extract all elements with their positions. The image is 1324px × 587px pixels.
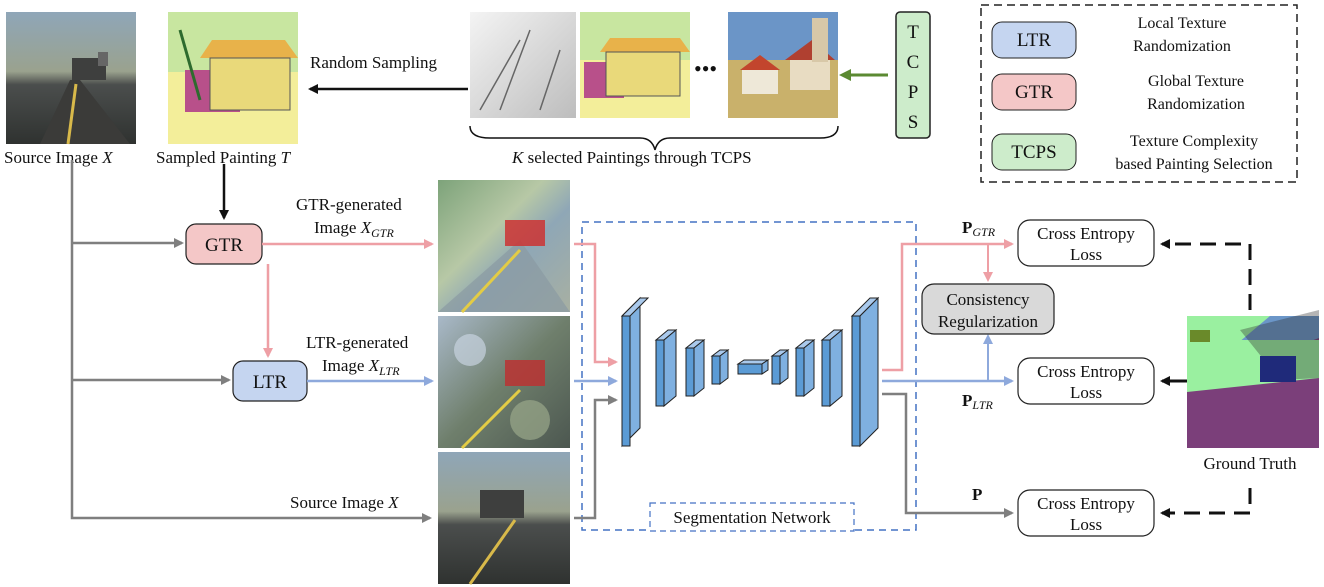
source-image-top xyxy=(6,12,136,145)
gtr-node-label: GTR xyxy=(205,235,243,256)
legend-ltr-desc-1: Local Texture xyxy=(1138,15,1227,32)
encoder-layer-4 xyxy=(710,349,730,385)
tcps-letter-3: P xyxy=(908,82,919,103)
decoder-layer-3 xyxy=(820,328,844,408)
cross-entropy-loss-ltr: Cross Entropy Loss xyxy=(1017,357,1155,405)
gt-to-ce-source-arrow xyxy=(1160,488,1252,518)
source-trunk-line xyxy=(70,160,432,523)
tcps-box: T C P S xyxy=(895,11,931,139)
p-ltr-label: PLTR xyxy=(962,391,993,412)
source-image-to-network-arrow xyxy=(574,395,618,520)
painting-village xyxy=(728,12,838,118)
ltr-node: LTR xyxy=(232,360,308,402)
tcps-letter-4: S xyxy=(908,112,919,133)
k-selected-label: K selected Paintings through TCPS xyxy=(511,148,752,167)
sampled-painting-image xyxy=(168,12,298,144)
ltr-generated-image xyxy=(438,316,570,450)
p-label: P xyxy=(972,485,982,504)
ltr-generated-label-1: LTR-generated xyxy=(306,333,409,352)
painting-sketch xyxy=(470,12,576,118)
k-paintings-brace xyxy=(469,125,839,151)
decoder-layer-2 xyxy=(794,338,816,398)
legend-ltr-abbr: LTR xyxy=(1017,30,1051,51)
random-sampling-label: Random Sampling xyxy=(310,53,438,72)
legend-tcps-swatch xyxy=(991,133,1077,171)
segmentation-network-label: Segmentation Network xyxy=(673,508,831,527)
ltr-generated-label-2: Image XLTR xyxy=(322,356,400,378)
legend-tcps-abbr: TCPS xyxy=(1011,142,1056,163)
source-image-mid xyxy=(438,452,570,585)
gtr-generated-image xyxy=(438,180,570,314)
p-gtr-label: PGTR xyxy=(962,218,996,239)
legend-gtr-desc-1: Global Texture xyxy=(1148,73,1244,90)
legend-gtr-desc-2: Randomization xyxy=(1147,96,1245,113)
gt-to-ce-gtr-arrow xyxy=(1160,239,1252,310)
ce-src-label-2: Loss xyxy=(1070,515,1102,534)
gtr-image-to-network-arrow xyxy=(574,242,618,367)
ce-ltr-label-2: Loss xyxy=(1070,383,1102,402)
segmentation-network-label-box xyxy=(649,502,855,532)
source-image-mid-label: Source Image X xyxy=(290,493,399,512)
consistency-label-2: Regularization xyxy=(938,312,1039,331)
ground-truth-label: Ground Truth xyxy=(1203,454,1297,473)
bottleneck-layer xyxy=(736,359,770,375)
p-gtr-arrow xyxy=(882,239,1014,372)
painting-temple xyxy=(580,12,690,118)
decoder-layer-1 xyxy=(770,349,790,385)
ce-gtr-label-2: Loss xyxy=(1070,245,1102,264)
decoder-layer-4 xyxy=(850,296,880,448)
legend-gtr-abbr: GTR xyxy=(1015,82,1053,103)
legend-tcps-desc-1: Texture Complexity xyxy=(1130,133,1258,150)
tcps-letter-1: T xyxy=(907,22,919,43)
p-arrow xyxy=(882,392,1014,518)
legend-tcps-desc-2: based Painting Selection xyxy=(1115,156,1272,173)
gtr-generated-label-1: GTR-generated xyxy=(296,195,402,214)
consistency-regularization-node: Consistency Regularization xyxy=(921,283,1055,335)
ground-truth-image xyxy=(1187,310,1319,448)
encoder-layer-3 xyxy=(684,338,706,398)
sampled-painting-label: Sampled Painting T xyxy=(156,148,292,167)
gtr-generated-label-2: Image XGTR xyxy=(314,218,394,240)
legend-ltr-swatch xyxy=(991,21,1077,59)
legend-ltr-desc-2: Randomization xyxy=(1133,38,1231,55)
legend: LTR Local Texture Randomization GTR Glob… xyxy=(980,4,1298,183)
ellipsis: ••• xyxy=(694,56,717,81)
ce-src-label-1: Cross Entropy xyxy=(1037,494,1135,513)
gtr-node: GTR xyxy=(185,223,263,265)
ce-ltr-label-1: Cross Entropy xyxy=(1037,362,1135,381)
ltr-node-label: LTR xyxy=(253,372,287,393)
encoder-layer-1 xyxy=(620,296,650,448)
tcps-letter-2: C xyxy=(907,52,920,73)
ce-gtr-label-1: Cross Entropy xyxy=(1037,224,1135,243)
source-image-top-label: Source Image X xyxy=(4,148,113,167)
network-layers xyxy=(620,296,880,448)
cross-entropy-loss-source: Cross Entropy Loss xyxy=(1017,489,1155,537)
consistency-label-1: Consistency xyxy=(946,290,1030,309)
legend-gtr-swatch xyxy=(991,73,1077,111)
encoder-layer-2 xyxy=(654,328,678,408)
cross-entropy-loss-gtr: Cross Entropy Loss xyxy=(1017,219,1155,267)
